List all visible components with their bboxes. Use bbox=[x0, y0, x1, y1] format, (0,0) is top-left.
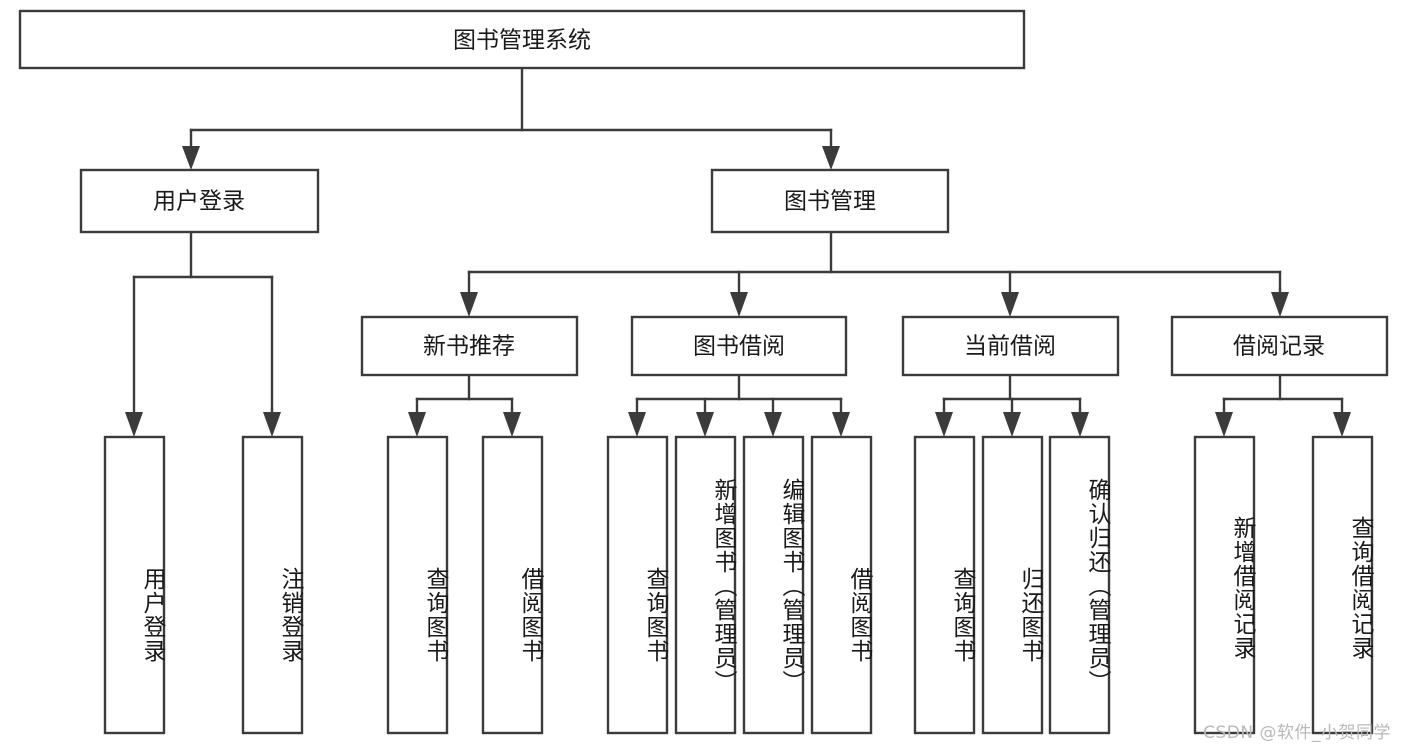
node-leaf-edit-book[interactable] bbox=[742, 435, 805, 735]
arrow-to-leaf-add-book bbox=[696, 412, 714, 437]
nodes-layer: 图书管理系统 用户登录 图书管理 新书推荐 图书借阅 当前借阅 借阅记录 bbox=[18, 9, 1389, 735]
node-leaf-borrow-book-1[interactable] bbox=[481, 435, 544, 735]
node-new-book-recommend[interactable] bbox=[360, 315, 579, 377]
node-borrow-record-label: 借阅记录 bbox=[1233, 334, 1325, 360]
node-book-manage[interactable] bbox=[710, 168, 950, 234]
node-user-login-label: 用户登录 bbox=[153, 189, 245, 215]
arrow-to-user-login bbox=[182, 146, 200, 170]
node-book-borrow[interactable] bbox=[630, 315, 848, 377]
arrow-to-leaf-query-book-3 bbox=[935, 412, 953, 437]
node-leaf-query-book-1[interactable] bbox=[386, 435, 449, 735]
node-leaf-query-record[interactable] bbox=[1311, 435, 1374, 735]
node-leaf-query-book-2[interactable] bbox=[606, 435, 669, 735]
arrow-to-new-book-recommend bbox=[460, 292, 478, 317]
node-leaf-add-book[interactable] bbox=[674, 435, 737, 735]
node-leaf-return-book[interactable] bbox=[981, 435, 1044, 735]
arrow-to-leaf-query-book-1 bbox=[408, 412, 426, 437]
arrow-to-leaf-return-book bbox=[1003, 412, 1021, 437]
arrow-to-book-manage bbox=[822, 146, 840, 170]
arrow-to-book-borrow bbox=[730, 292, 748, 317]
node-root-label: 图书管理系统 bbox=[453, 28, 591, 54]
arrow-to-current-borrow bbox=[1001, 292, 1019, 317]
node-leaf-query-book-3[interactable] bbox=[913, 435, 976, 735]
node-new-book-recommend-label: 新书推荐 bbox=[423, 334, 515, 360]
node-book-borrow-label: 图书借阅 bbox=[693, 334, 785, 360]
arrow-to-leaf-borrow-book-1 bbox=[503, 412, 521, 437]
node-current-borrow[interactable] bbox=[901, 315, 1120, 377]
node-root[interactable] bbox=[18, 9, 1026, 70]
arrow-to-leaf-query-record bbox=[1333, 412, 1351, 437]
node-leaf-user-login[interactable] bbox=[103, 435, 166, 735]
node-user-login[interactable] bbox=[79, 168, 320, 234]
arrow-to-leaf-edit-book bbox=[764, 412, 782, 437]
arrow-to-borrow-record bbox=[1271, 292, 1289, 317]
node-leaf-borrow-book-2[interactable] bbox=[810, 435, 873, 735]
arrow-to-leaf-borrow-book-2 bbox=[832, 412, 850, 437]
arrow-to-leaf-add-record bbox=[1215, 412, 1233, 437]
arrow-to-leaf-user-login bbox=[125, 412, 143, 437]
node-current-borrow-label: 当前借阅 bbox=[964, 334, 1056, 360]
arrow-to-leaf-confirm-return bbox=[1071, 412, 1089, 437]
node-leaf-add-record[interactable] bbox=[1193, 435, 1256, 735]
csdn-watermark: CSDN @软件_小贺同学 bbox=[1203, 723, 1391, 743]
arrow-to-leaf-logout-login bbox=[263, 412, 281, 437]
edges-layer bbox=[125, 66, 1351, 437]
node-book-manage-label: 图书管理 bbox=[784, 189, 876, 215]
node-leaf-logout-login[interactable] bbox=[241, 435, 304, 735]
node-borrow-record[interactable] bbox=[1170, 315, 1389, 377]
node-leaf-confirm-return[interactable] bbox=[1048, 435, 1111, 735]
arrow-to-leaf-query-book-2 bbox=[628, 412, 646, 437]
